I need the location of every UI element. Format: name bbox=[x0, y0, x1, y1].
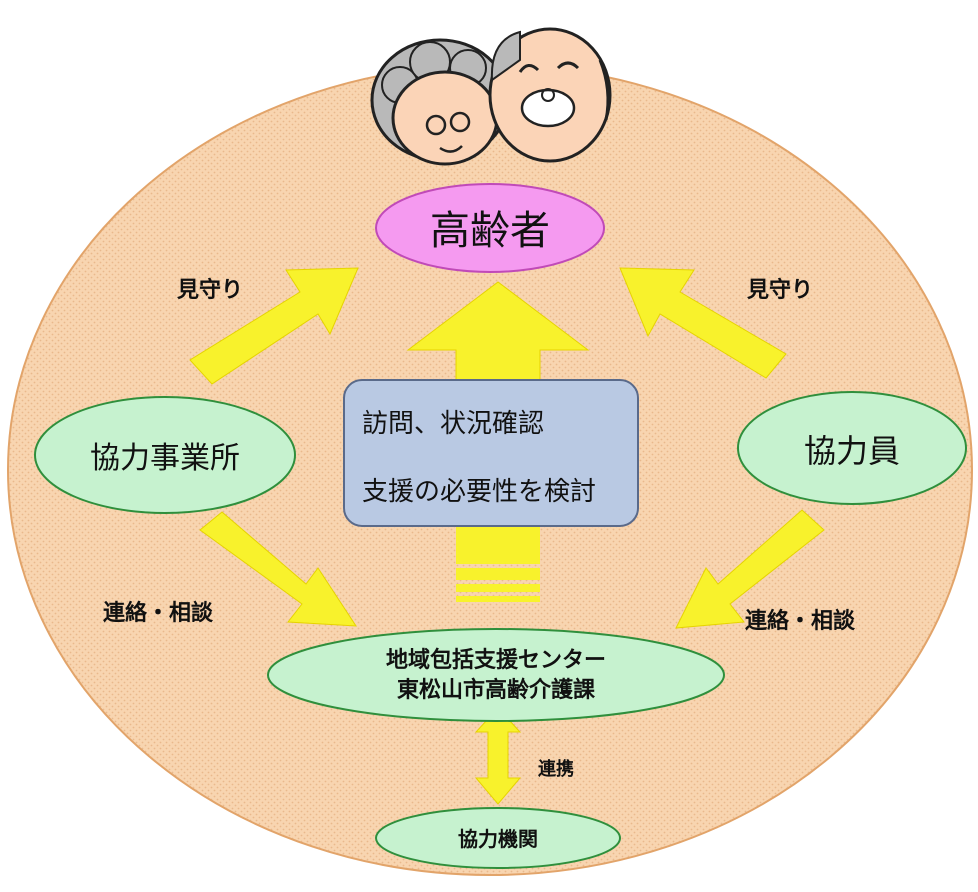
edge-label-right-watch: 見守り bbox=[747, 277, 813, 303]
edge-label-link: 連携 bbox=[538, 758, 574, 780]
node-hub-line2: 東松山市高齢介護課 bbox=[397, 677, 596, 703]
node-cooperator: 協力員 bbox=[737, 391, 967, 505]
node-cooperating-institution: 協力機関 bbox=[375, 807, 621, 869]
edge-label-left-watch: 見守り bbox=[177, 277, 243, 303]
node-cooperating-business-label: 協力事業所 bbox=[90, 441, 240, 476]
arrow-left-watch bbox=[189, 267, 359, 385]
node-hub-line1: 地域包括支援センター bbox=[386, 647, 606, 673]
arrow-link-vertical bbox=[474, 707, 522, 805]
arrow-left-contact bbox=[199, 511, 357, 627]
node-cooperator-label: 協力員 bbox=[804, 432, 900, 470]
center-info-box: 訪問、状況確認 支援の必要性を検討 bbox=[343, 379, 639, 527]
edge-label-right-contact: 連絡・相談 bbox=[745, 608, 856, 634]
edge-label-left-contact: 連絡・相談 bbox=[103, 600, 214, 626]
node-elderly-label: 高齢者 bbox=[430, 208, 550, 254]
node-elderly: 高齢者 bbox=[375, 183, 605, 273]
node-cooperating-institution-label: 協力機関 bbox=[458, 827, 538, 851]
node-cooperating-business: 協力事業所 bbox=[34, 396, 296, 514]
elderly-couple-icon bbox=[370, 27, 612, 166]
arrow-right-watch bbox=[619, 267, 787, 379]
center-box-line2: 支援の必要性を検討 bbox=[362, 477, 596, 507]
node-hub: 地域包括支援センター 東松山市高齢介護課 bbox=[267, 628, 725, 722]
center-up-arrow bbox=[406, 281, 590, 602]
center-box-line1: 訪問、状況確認 bbox=[362, 409, 544, 439]
arrow-right-contact bbox=[675, 509, 825, 629]
